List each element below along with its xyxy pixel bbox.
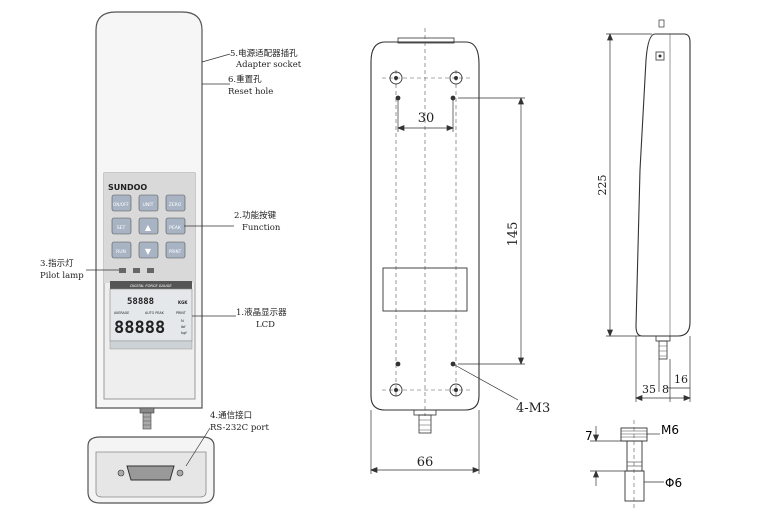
pilot-lamp-3 bbox=[147, 268, 154, 273]
adapter-socket bbox=[655, 51, 665, 61]
key-unit[interactable] bbox=[138, 194, 159, 212]
pilot-lamp-2 bbox=[133, 268, 140, 273]
callout-pilot-en: Pilot lamp bbox=[40, 271, 84, 281]
side-dimension-lines bbox=[606, 33, 691, 402]
pilot-lamp-1 bbox=[119, 268, 126, 273]
key-zero[interactable] bbox=[165, 194, 186, 212]
label-recess bbox=[382, 267, 468, 312]
key-print[interactable] bbox=[165, 241, 186, 259]
lcd-top-digits: 58888 bbox=[127, 297, 154, 307]
m3-hole bbox=[395, 361, 401, 367]
key-up[interactable] bbox=[138, 217, 159, 235]
callout-pilot-cn: 3.指示灯 bbox=[40, 258, 74, 269]
callout-adapter-en: Adapter socket bbox=[235, 60, 302, 70]
lcd-unit-lbf: lbf bbox=[181, 325, 186, 329]
key-run[interactable] bbox=[111, 241, 132, 259]
key-peak-label: PEAK bbox=[169, 225, 182, 231]
rear-view bbox=[370, 28, 480, 434]
callout-reset-en: Reset hole bbox=[228, 87, 273, 97]
dim-depth-c: 16 bbox=[674, 373, 688, 386]
callout-lcd-en: LCD bbox=[256, 320, 275, 330]
callout-adapter-cn: 5.电源适配器插孔 bbox=[230, 48, 298, 59]
dim-shaft-thread: M6 bbox=[661, 423, 679, 437]
lcd-big-digits: 88888 bbox=[114, 318, 165, 338]
callout-reset-cn: 6.重置孔 bbox=[228, 74, 262, 85]
shaft-dimension-lines bbox=[590, 426, 664, 486]
key-zero-label: ZERO bbox=[169, 202, 182, 208]
key-up-label: ▲ bbox=[145, 223, 152, 232]
key-down-label: ▼ bbox=[145, 247, 152, 256]
lcd-unit-n: N bbox=[181, 319, 184, 323]
lcd-unit-kgf: kgf bbox=[181, 331, 187, 335]
side-shaft bbox=[658, 340, 668, 360]
rear-dimension-lines bbox=[370, 97, 525, 474]
dim-width: 66 bbox=[417, 455, 434, 470]
callout-lcd-cn: 1.液晶显示器 bbox=[236, 307, 287, 318]
callout-lines bbox=[86, 53, 236, 467]
key-onoff-label: ON/OFF bbox=[113, 202, 130, 207]
dim-shaft-len: 7 bbox=[585, 429, 593, 443]
rs232-socket bbox=[126, 465, 175, 481]
key-run-label: RUN bbox=[116, 249, 126, 255]
callout-function-en: Function bbox=[242, 223, 281, 233]
key-onoff[interactable] bbox=[111, 194, 132, 212]
front-view: SUNDOO ON/OFF UNIT ZERO SET ▲ PEAK RUN ▼… bbox=[87, 11, 215, 504]
lcd-display: DIGITAL FORCE GAUGE 58888 KGK AVERAGE AU… bbox=[109, 281, 193, 350]
dim-hole-vertical: 145 bbox=[506, 222, 521, 247]
brand-label: SUNDOO bbox=[108, 183, 147, 192]
shaft-detail bbox=[620, 420, 648, 508]
pilot-lamps bbox=[119, 268, 154, 273]
lcd-label-print: PRINT bbox=[176, 311, 187, 315]
dim-shaft-dia: Φ6 bbox=[665, 476, 682, 490]
callout-port-cn: 4.通信接口 bbox=[210, 410, 252, 421]
lcd-label-average: AVERAGE bbox=[114, 311, 129, 315]
lcd-unit-small: KGK bbox=[178, 300, 188, 305]
key-print-label: PRINT bbox=[169, 249, 182, 254]
dim-depth-a: 35 bbox=[642, 383, 656, 396]
dim-height: 225 bbox=[596, 175, 609, 196]
lcd-label-autopeak: AUTO PEAK bbox=[145, 311, 165, 315]
dim-hole-spacing: 30 bbox=[418, 111, 435, 126]
key-set[interactable] bbox=[111, 217, 132, 235]
reset-hole bbox=[658, 19, 665, 28]
callout-port-en: RS-232C port bbox=[210, 423, 269, 433]
key-set-label: SET bbox=[117, 225, 126, 231]
key-down[interactable] bbox=[138, 241, 159, 259]
key-unit-label: UNIT bbox=[143, 202, 154, 208]
callout-function-cn: 2.功能按键 bbox=[234, 210, 277, 221]
side-view bbox=[635, 19, 691, 360]
dim-depth-b: 8 bbox=[662, 383, 669, 396]
dim-thread: 4-M3 bbox=[516, 401, 550, 416]
keypad: ON/OFF UNIT ZERO SET ▲ PEAK RUN ▼ PRINT bbox=[111, 194, 186, 259]
lcd-header: DIGITAL FORCE GAUGE bbox=[130, 284, 172, 288]
callouts: 5.电源适配器插孔 Adapter socket 6.重置孔 Reset hol… bbox=[40, 48, 302, 433]
